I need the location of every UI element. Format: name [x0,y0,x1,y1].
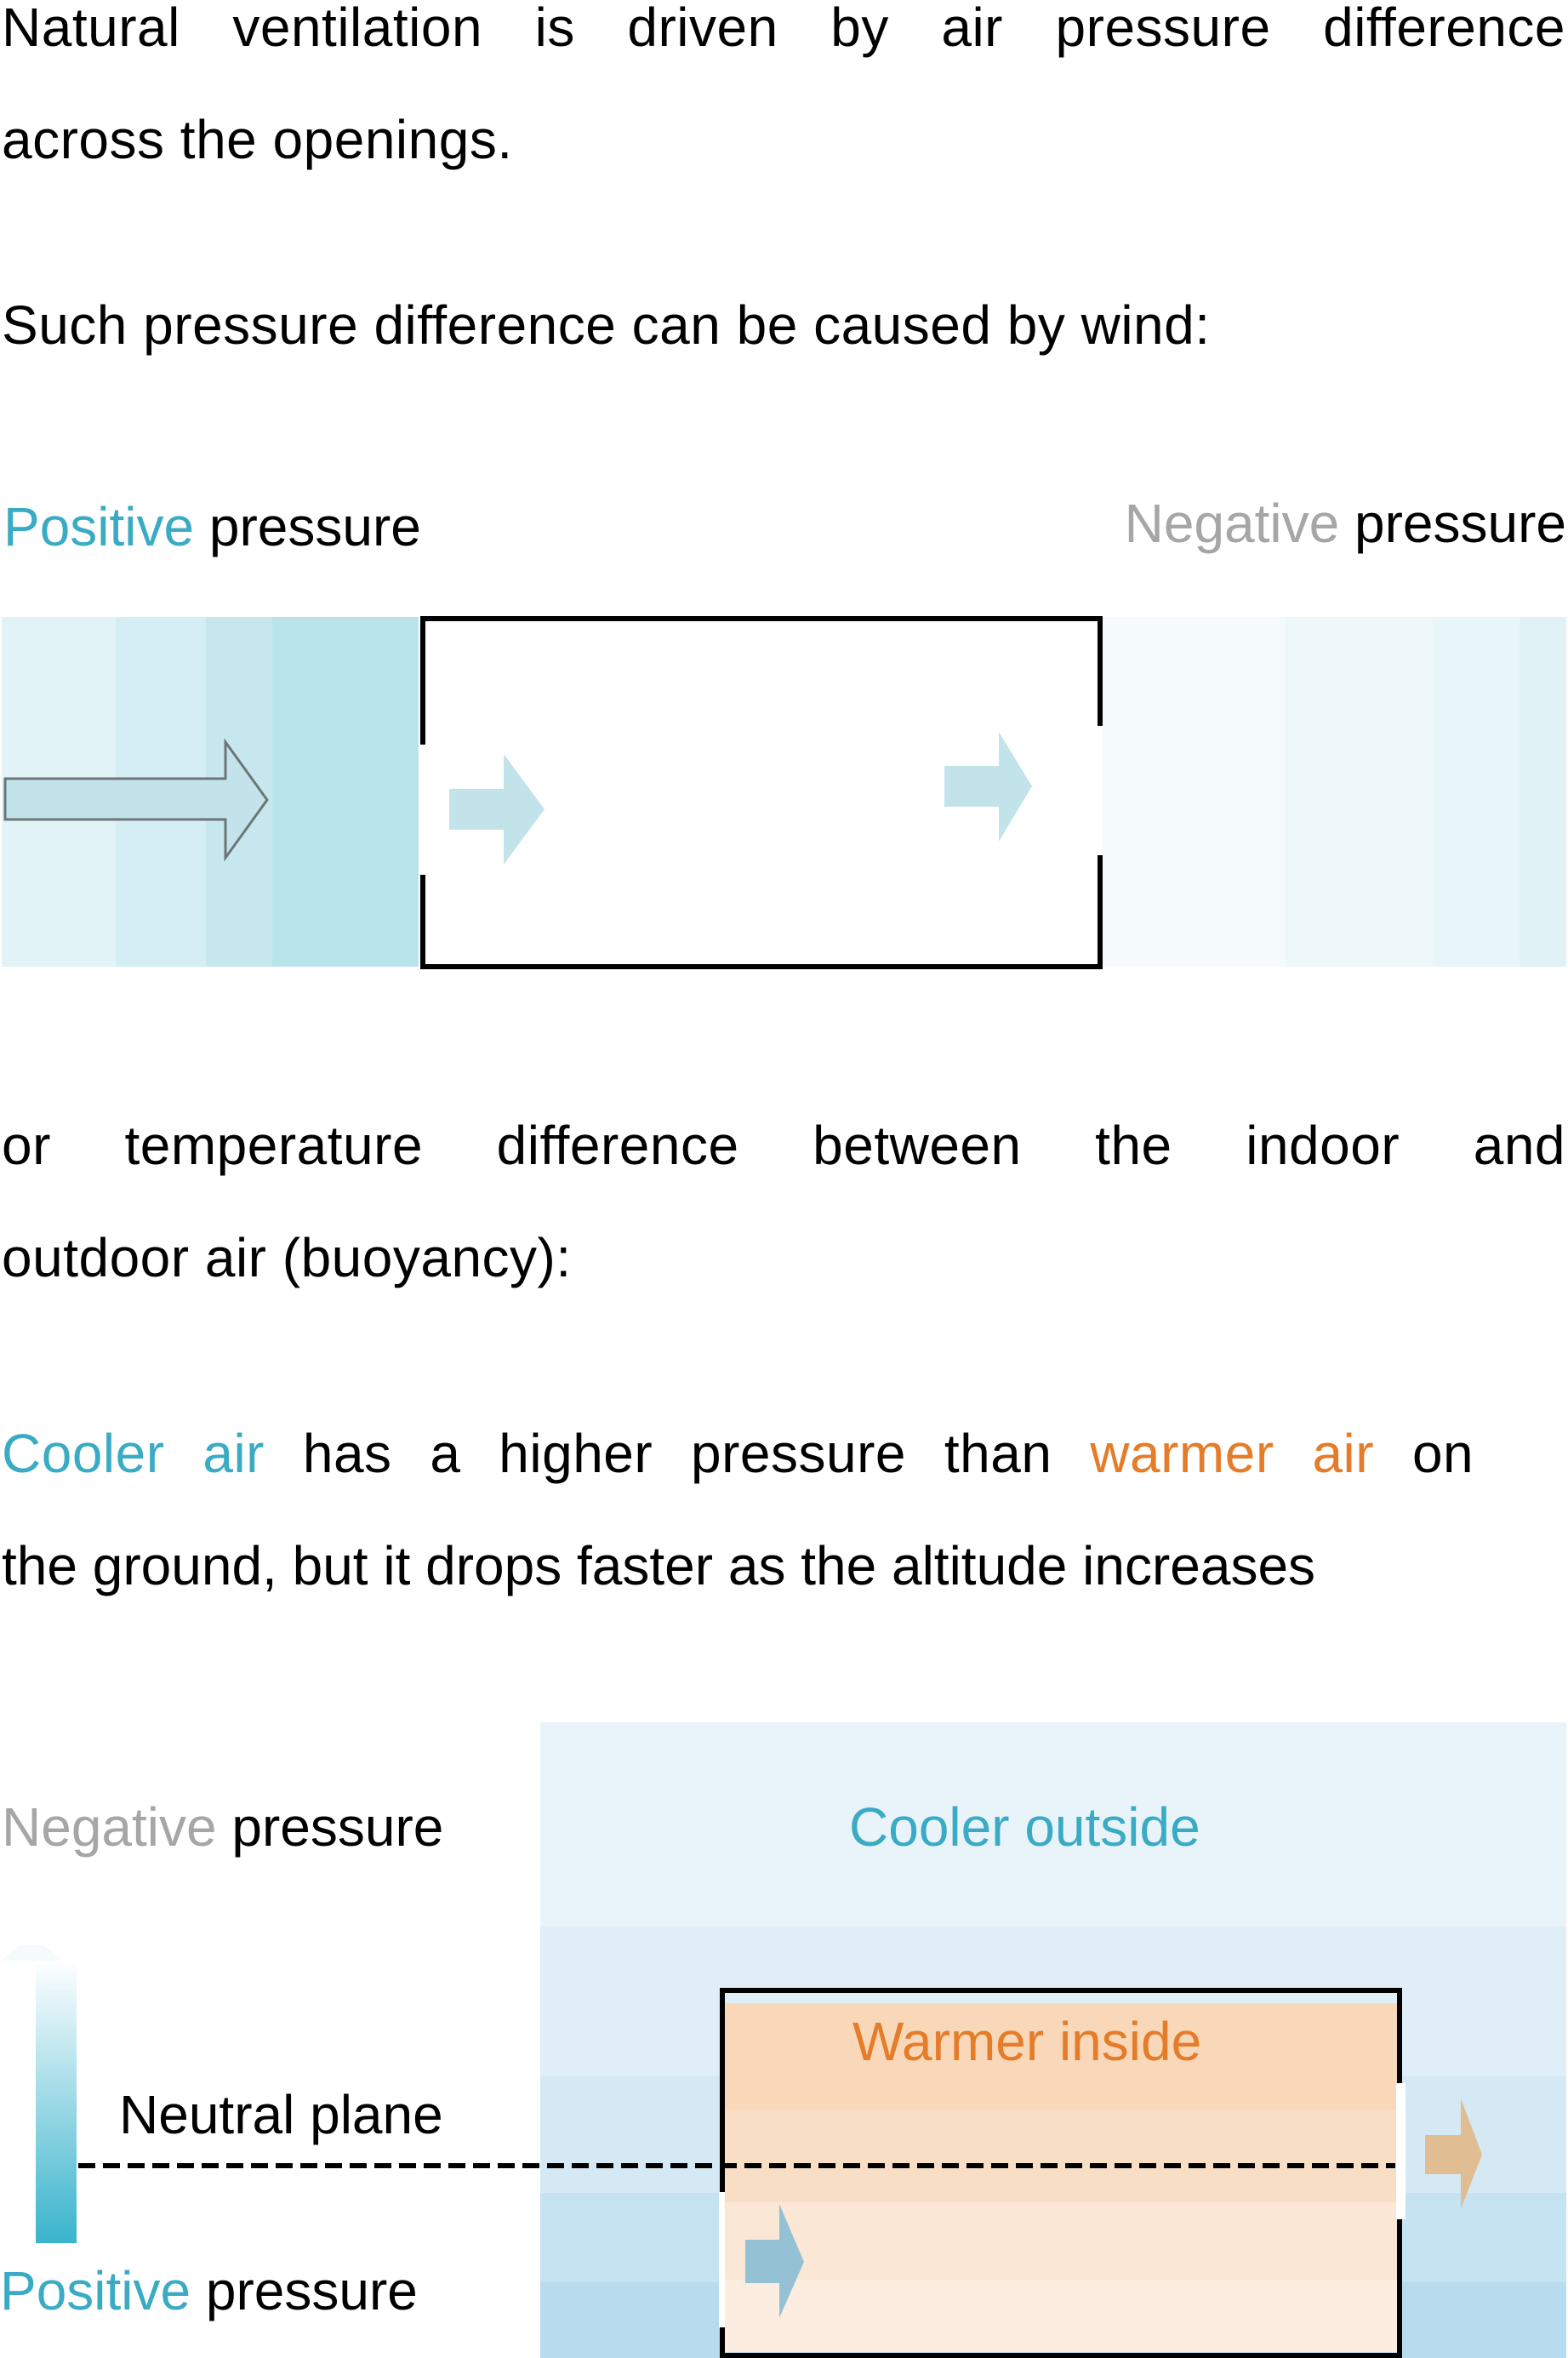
warm-room-walls [720,1988,1402,2358]
negative-word: Negative [1124,493,1340,554]
inside-band [721,2202,1398,2280]
cooler-air-text: Cooler air [2,1423,265,1484]
positive-word: Positive [0,2260,191,2321]
cooler-outside-label: Cooler outside [849,1796,1200,1858]
intro-line-1: Natural ventilation is driven by air pre… [2,0,1565,58]
warmer-inside-label: Warmer inside [852,2011,1202,2072]
upper-opening [1396,2083,1405,2219]
buoyancy-line-1: or temperature difference between the in… [2,1115,1565,1176]
pressure-band [272,617,419,967]
inflow-arrow-icon [449,754,545,865]
inside-band [721,2280,1398,2352]
wall-bottom [420,855,1103,969]
wind-arrow-icon [3,738,269,862]
pressure-word: pressure [1354,493,1566,554]
inside-band [721,2003,1398,2110]
pressure-word: pressure [208,496,421,557]
cool-inflow-arrow-icon [745,2204,804,2318]
wind-intro-text: Such pressure difference can be caused b… [2,294,1211,356]
lower-opening [719,2192,725,2328]
buoyancy-line-2: outdoor air (buoyancy): [2,1227,572,1288]
cooler-warmer-line: Cooler air has a higher pressure than wa… [2,1397,1565,1510]
wall-top [420,616,1103,745]
pressure-word: pressure [231,1796,444,1858]
room-walls [420,616,1103,969]
wall-bottom [720,2219,1402,2358]
positive-word: Positive [3,496,195,557]
pressure-band [1285,617,1433,967]
warm-outflow-arrow-icon [1425,2098,1482,2209]
negative-pressure-zone [1059,617,1566,967]
positive-pressure-label-2: Positive pressure [0,2259,418,2322]
positive-pressure-label: Positive pressure [3,495,421,558]
pressure-band [1433,617,1520,967]
pressure-gradient-arrow-icon [36,1961,77,2243]
warmer-air-text: warmer air [1090,1423,1375,1484]
gradient-arrow-head [1,1945,62,1961]
wall-top [720,1988,1402,2192]
pressure-band [1520,617,1566,967]
pressure-word: pressure [205,2260,418,2321]
outflow-arrow-icon [944,732,1032,842]
intro-line-2: across the openings. [2,109,513,170]
buoyancy-line-4: the ground, but it drops faster as the a… [2,1535,1316,1596]
negative-pressure-label: Negative pressure [1125,492,1566,555]
negative-word: Negative [2,1796,217,1858]
comparison-text: has a higher pressure than [302,1423,1052,1484]
inside-air-zone [721,2003,1398,2352]
inside-band [721,2110,1398,2202]
negative-pressure-label-2: Negative pressure [2,1796,443,1858]
outside-band [540,1722,1566,1927]
neutral-plane-label: Neutral plane [119,2084,443,2145]
on-text: on [1411,1423,1474,1484]
